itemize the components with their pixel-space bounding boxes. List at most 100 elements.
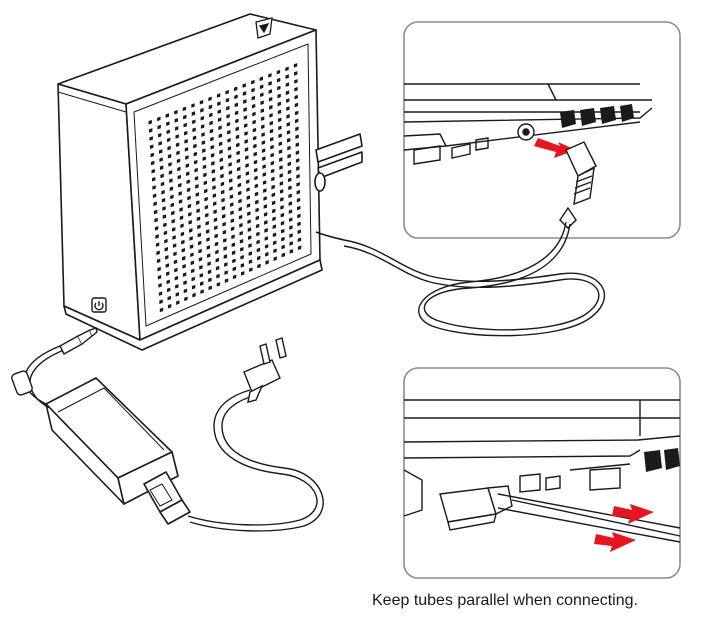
vent-hole	[247, 227, 252, 232]
vent-hole	[260, 116, 265, 121]
vent-hole	[277, 85, 281, 91]
vent-hole	[269, 128, 274, 134]
vent-hole	[269, 113, 273, 118]
vent-hole	[273, 248, 277, 253]
vent-hole	[153, 209, 158, 215]
vent-hole	[184, 296, 188, 302]
vent-hole	[174, 118, 179, 123]
vent-hole	[204, 196, 208, 202]
vent-hole	[170, 202, 175, 208]
vent-hole	[229, 194, 234, 199]
vent-hole	[287, 169, 292, 175]
vent-hole	[260, 100, 264, 105]
vent-hole	[178, 191, 182, 196]
vent-hole	[288, 209, 293, 214]
vent-hole	[271, 176, 275, 182]
vent-hole	[235, 118, 239, 124]
vent-hole	[185, 163, 190, 168]
vent-hole	[252, 119, 256, 125]
vent-hole	[259, 76, 264, 82]
power-icon	[92, 298, 106, 312]
vent-hole	[152, 185, 156, 190]
vent-hole	[155, 242, 160, 247]
vent-hole	[154, 226, 159, 231]
vent-hole	[268, 81, 272, 86]
vent-hole	[293, 63, 298, 68]
vent-hole	[228, 170, 233, 175]
vent-hole	[226, 114, 230, 119]
vent-hole	[247, 211, 251, 216]
vent-hole	[174, 267, 178, 273]
vent-hole	[208, 277, 212, 283]
vent-hole	[193, 151, 198, 157]
vent-hole	[286, 106, 290, 111]
vent-hole	[203, 180, 208, 186]
vent-hole	[188, 211, 192, 217]
vent-hole	[224, 278, 229, 283]
vent-hole	[234, 86, 238, 92]
vent-hole	[210, 136, 214, 142]
vent-hole	[256, 231, 260, 237]
vent-hole	[246, 187, 250, 192]
vent-hole	[202, 156, 206, 161]
vent-hole	[230, 226, 235, 231]
vent-hole	[214, 225, 218, 231]
vent-hole	[295, 150, 300, 155]
vent-hole	[297, 237, 302, 242]
vent-hole	[192, 135, 197, 141]
vent-hole	[151, 168, 155, 174]
vent-hole	[207, 261, 211, 267]
pc-case-rear-tube	[316, 134, 362, 162]
vent-hole	[158, 291, 163, 296]
vent-hole	[238, 206, 243, 212]
vent-hole	[241, 271, 245, 276]
vent-hole	[222, 230, 227, 235]
vent-hole	[273, 256, 277, 261]
vent-hole	[255, 199, 259, 205]
vent-hole	[191, 276, 195, 282]
vent-hole	[149, 136, 153, 141]
vent-hole	[208, 96, 212, 102]
vent-hole	[220, 173, 224, 179]
vent-hole	[159, 165, 164, 170]
vent-hole	[269, 105, 273, 110]
vent-hole	[175, 134, 179, 139]
rear-vent-slats	[560, 104, 634, 128]
vent-hole	[256, 239, 260, 245]
vent-hole	[221, 197, 225, 203]
vent-hole	[215, 265, 220, 271]
vent-hole	[288, 177, 292, 183]
vent-hole	[264, 236, 269, 241]
vent-hole	[202, 164, 207, 170]
vent-hole	[157, 275, 162, 280]
dc-plug-top	[560, 142, 596, 228]
vent-hole	[221, 189, 225, 195]
vent-hole	[205, 229, 210, 234]
vent-hole	[176, 300, 180, 305]
vent-hole	[167, 153, 172, 159]
vent-hole	[168, 162, 172, 167]
vent-hole	[209, 128, 214, 134]
vent-hole	[178, 183, 182, 188]
vent-hole	[184, 147, 189, 152]
vent-hole	[246, 195, 251, 200]
vent-hole	[210, 144, 214, 150]
vent-hole	[243, 115, 248, 120]
vent-hole	[171, 210, 175, 216]
vent-hole	[248, 243, 252, 248]
vent-hole	[279, 181, 284, 186]
vent-hole	[153, 201, 157, 207]
vent-hole	[182, 256, 186, 261]
vent-hole	[239, 230, 243, 236]
vent-hole	[261, 132, 265, 137]
vent-hole	[184, 139, 188, 144]
vent-hole	[278, 133, 282, 138]
vent-hole	[230, 210, 234, 215]
vent-hole	[148, 119, 152, 125]
vent-hole	[212, 185, 216, 190]
rear-vent-slats-bottom	[644, 448, 680, 472]
vent-hole	[261, 148, 266, 153]
vent-hole	[244, 131, 248, 136]
vent-hole	[157, 266, 161, 272]
vent-hole	[158, 132, 162, 138]
